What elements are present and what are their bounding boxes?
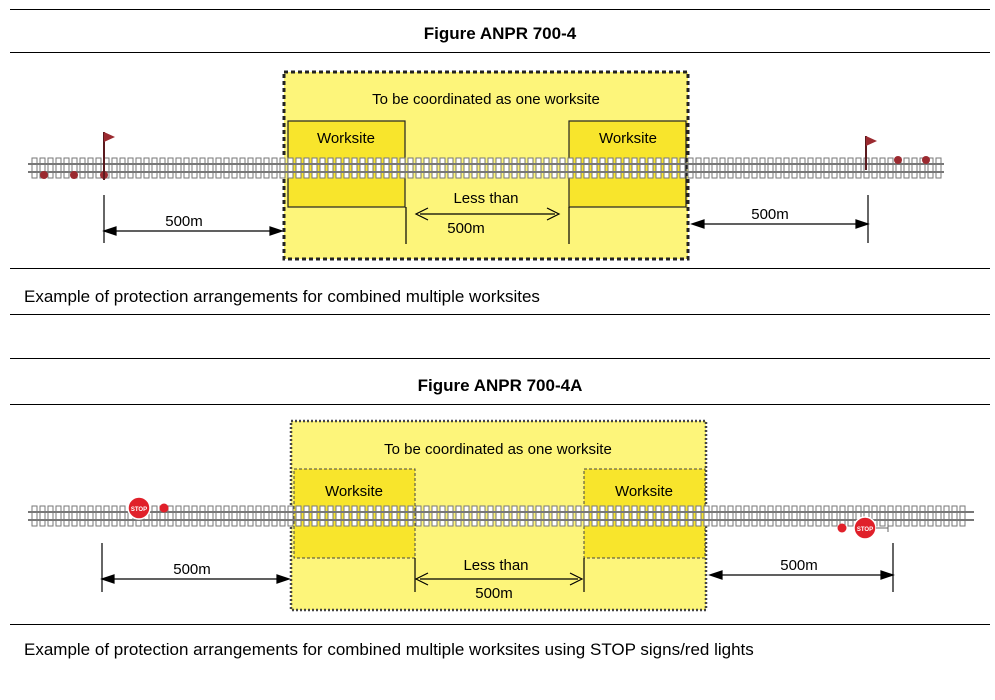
figure1-title-rule [10, 52, 990, 53]
figure2-title-rule [10, 404, 990, 405]
dimension-lines [100, 543, 895, 592]
worksite-right-label: Worksite [615, 483, 673, 500]
less-than-dist-label: 500m [447, 220, 485, 237]
dist-left-label: 500m [173, 561, 211, 578]
figure1-caption-rule-bottom [10, 314, 990, 315]
worksite-left-label: Worksite [325, 483, 383, 500]
dist-right-label: 500m [780, 557, 818, 574]
zone-label: To be coordinated as one worksite [372, 91, 600, 108]
zone-label: To be coordinated as one worksite [384, 441, 612, 458]
figure1-caption-rule-top [10, 268, 990, 269]
dimension-lines [102, 195, 870, 244]
stop-sign-left: STOP [127, 496, 151, 520]
less-than-label: Less than [463, 557, 528, 574]
figure2-title: Figure ANPR 700-4A [417, 376, 583, 395]
railway-track [28, 157, 944, 179]
worksite-right-label: Worksite [599, 130, 657, 147]
stop-sign-left-text: STOP [131, 507, 147, 513]
figure2-caption-rule-top [10, 624, 990, 625]
stop-sign-right-text: STOP [857, 527, 873, 533]
dist-left-label: 500m [165, 213, 203, 230]
figure1-title: Figure ANPR 700-4 [423, 24, 577, 43]
red-light-right [837, 523, 847, 533]
less-than-dist-label: 500m [475, 585, 513, 602]
figure1-caption: Example of protection arrangements for c… [24, 287, 540, 306]
figure2-caption: Example of protection arrangements for c… [24, 640, 754, 659]
worksite-left-label: Worksite [317, 130, 375, 147]
stop-sign-right: STOP [853, 516, 889, 540]
figure1-top-rule [10, 9, 990, 10]
less-than-label: Less than [453, 190, 518, 207]
figure2-top-rule [10, 358, 990, 359]
protection-markers [40, 132, 930, 180]
railway-track [28, 505, 974, 527]
red-light-left [159, 503, 169, 513]
dist-right-label: 500m [751, 206, 789, 223]
